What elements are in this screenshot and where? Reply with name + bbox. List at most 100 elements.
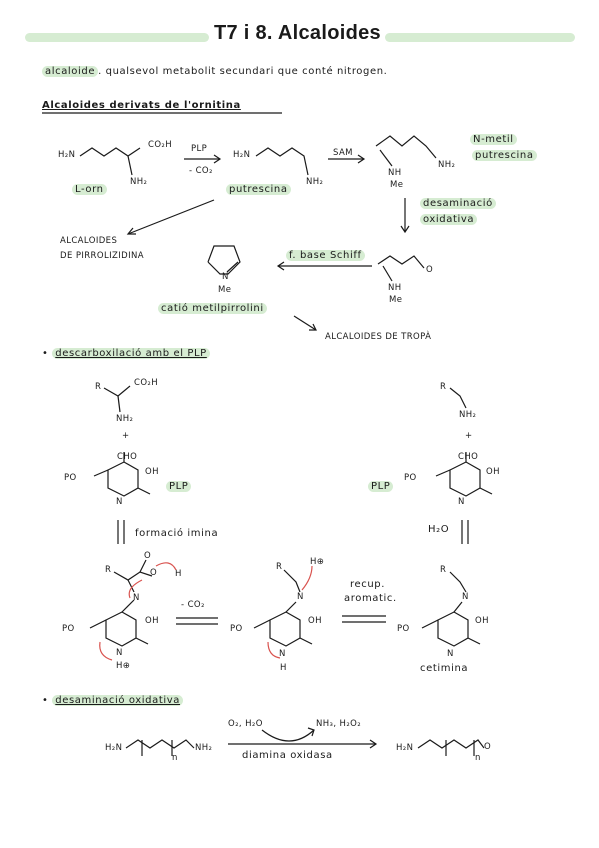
plp-ring-right xyxy=(449,461,481,497)
reagent-curve xyxy=(261,729,315,742)
reagent-curve-head xyxy=(307,727,315,737)
plp-methyl-left xyxy=(137,487,151,495)
aldehyde-h2n: H₂N xyxy=(396,743,414,753)
plp-label-1: PLP xyxy=(191,144,208,154)
quin-ring xyxy=(269,611,301,647)
heading-desam: desaminació oxidativa xyxy=(52,695,184,706)
sam-label: SAM xyxy=(333,148,353,158)
cet-ring xyxy=(437,611,469,647)
quin-ring-h: H xyxy=(280,663,287,673)
minus-co2-label-1: - CO₂ xyxy=(189,166,213,176)
arrow-schiff-head xyxy=(276,261,285,271)
imine-arrow-1 xyxy=(155,562,177,571)
quin-po-bond xyxy=(253,619,271,629)
plp-oh-left: OH xyxy=(145,467,159,477)
diamine-chain xyxy=(125,739,195,749)
arrow-plp-head xyxy=(213,154,222,164)
imine-cn-bond xyxy=(127,579,135,593)
bullet-descarb: • descarboxilació amb el PLP xyxy=(42,348,210,359)
aldehyde-o2: O xyxy=(484,742,492,752)
quin-oh: OH xyxy=(308,616,322,626)
arrow-diamina-head xyxy=(369,739,378,749)
nmp-chain xyxy=(375,135,437,159)
pirrolizidina-line1: ALCALOIDES xyxy=(60,236,118,246)
arrow-tropa-head xyxy=(309,323,317,331)
n-metil-label: N-metil xyxy=(470,134,517,145)
plp-po-bond-left xyxy=(93,469,109,477)
page-title: T7 i 8. Alcaloides xyxy=(214,22,381,44)
imine-skeleton xyxy=(113,571,153,581)
arrow-desam-head xyxy=(400,225,410,234)
arrow-tropa xyxy=(293,315,317,331)
pyrrolinium-double-bond xyxy=(226,261,239,273)
putr-h2n: H₂N xyxy=(233,150,251,160)
amine-plus: + xyxy=(465,431,473,441)
reagents-left: O₂, H₂O xyxy=(228,719,263,729)
amine-skeleton xyxy=(449,387,467,409)
cet-skeleton xyxy=(449,571,467,593)
title-highlight-right xyxy=(385,33,575,42)
plp-po-right: PO xyxy=(404,473,417,483)
imine-ring xyxy=(105,611,137,647)
formacio-imina-label: formació imina xyxy=(135,528,219,539)
lorn-nh2: NH₂ xyxy=(130,177,148,187)
arrow-pirrolizidina xyxy=(127,199,215,235)
imine-oh: OH xyxy=(145,616,159,626)
imine-h-plus: H⊕ xyxy=(116,661,131,671)
cetimina-label: cetimina xyxy=(420,663,469,674)
aldehyde-n: n xyxy=(475,753,481,763)
aldehyde-nh: NH xyxy=(388,283,402,293)
cet-methyl xyxy=(467,637,481,645)
reagents-right: NH₃, H₂O₂ xyxy=(316,719,362,729)
cet-ring-n: N xyxy=(447,649,454,659)
cation-me: Me xyxy=(218,285,232,295)
definition-line: alcaloide. qualsevol metabolit secundari… xyxy=(42,66,387,77)
plp-ring-left xyxy=(107,461,139,497)
plp-label-left: PLP xyxy=(166,481,192,492)
aldehyde-nh-bond xyxy=(382,265,393,282)
plp-po-bond-right xyxy=(435,469,451,477)
quin-skeleton xyxy=(283,569,301,593)
definition-term: alcaloide xyxy=(42,66,99,77)
cet-po-bond xyxy=(421,619,439,629)
cet-n: N xyxy=(462,592,469,602)
imine-arrow-3 xyxy=(99,641,113,661)
nmp-nh2: NH₂ xyxy=(438,160,456,170)
imine-methyl xyxy=(135,637,149,645)
aa-nh2-bond xyxy=(117,395,121,413)
cet-ring-link xyxy=(453,601,463,613)
bullet-desam: • desaminació oxidativa xyxy=(42,695,184,706)
lorn-label: L-orn xyxy=(72,184,107,195)
aldehyde-chain xyxy=(377,255,425,269)
quin-arrow-1 xyxy=(301,565,313,591)
plp-n-right: N xyxy=(458,497,465,507)
recup-line1: recup. xyxy=(350,579,386,590)
aa-r: R xyxy=(95,382,102,392)
imine-o-top: O xyxy=(144,551,152,561)
amine-nh2: NH₂ xyxy=(459,410,477,420)
putrescina-chain xyxy=(255,147,309,176)
imine-po: PO xyxy=(62,624,75,634)
title-highlight-left xyxy=(25,33,209,42)
aa-nh2: NH₂ xyxy=(116,414,134,424)
quin-n: N xyxy=(297,592,304,602)
plp-cho-right: CHO xyxy=(458,452,479,462)
plp-methyl-right xyxy=(479,487,493,495)
quin-methyl xyxy=(299,637,313,645)
heading-descarb: descarboxilació amb el PLP xyxy=(52,348,210,359)
imine-ring-n: N xyxy=(116,648,123,658)
h2o-label: H₂O xyxy=(428,524,450,535)
putr-nh2: NH₂ xyxy=(306,177,324,187)
nmp-nh-bond xyxy=(379,149,393,167)
lorn-co2h: CO₂H xyxy=(148,140,173,150)
aldehyde-me: Me xyxy=(389,295,403,305)
imine-po-bond xyxy=(89,619,107,629)
aa-co2h: CO₂H xyxy=(134,378,159,388)
aa-plus: + xyxy=(122,431,130,441)
cation-n: N xyxy=(222,272,229,282)
imine-n: N xyxy=(133,593,140,603)
imine-r: R xyxy=(105,565,112,575)
definition-text: . qualsevol metabolit secundari que cont… xyxy=(98,66,388,77)
minus-co2-label-2: - CO₂ xyxy=(181,600,205,610)
